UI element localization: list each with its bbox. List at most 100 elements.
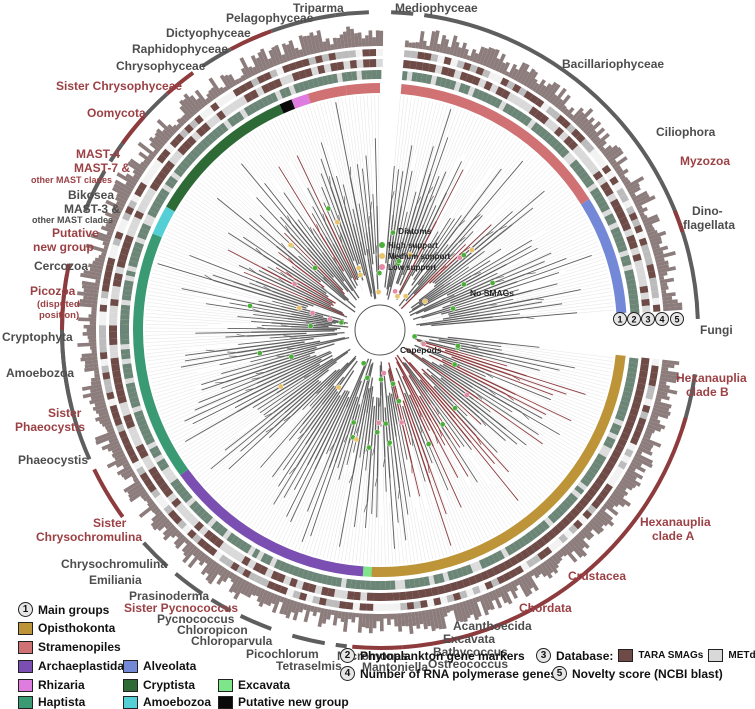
ring4-rnapol xyxy=(556,114,566,125)
support-node xyxy=(296,305,303,311)
ring5-novelty-bar xyxy=(648,420,666,430)
ring4-rnapol xyxy=(174,133,185,144)
ring5-novelty-bar xyxy=(594,132,610,147)
branch xyxy=(502,303,563,313)
tip-line xyxy=(228,149,268,197)
branch xyxy=(205,303,262,313)
ring2-marker xyxy=(456,567,464,578)
support-node xyxy=(392,288,398,295)
ring4-rnapol xyxy=(156,153,167,164)
ring2-marker xyxy=(605,436,616,445)
tip-line xyxy=(240,140,303,225)
ring4-rnapol xyxy=(639,411,649,420)
branch xyxy=(424,443,433,464)
ring3-database xyxy=(569,507,581,518)
ring4-rnapol xyxy=(484,580,494,590)
ring2-marker xyxy=(120,334,130,340)
ring-number-markers: 1 2 3 4 5 xyxy=(613,312,684,326)
branch xyxy=(272,290,314,307)
branch xyxy=(434,405,440,415)
ring5-novelty-bar xyxy=(522,68,536,87)
ring3-database xyxy=(638,370,648,378)
ring4-rnapol xyxy=(645,391,654,400)
ring5-novelty-bar xyxy=(129,158,147,172)
tip-line xyxy=(406,361,532,511)
ring5-novelty-bar xyxy=(462,48,469,60)
tip-line xyxy=(408,357,551,493)
ring4-rnapol xyxy=(456,60,465,69)
tip-line xyxy=(378,95,380,233)
ring5-novelty-bar xyxy=(609,159,617,166)
ring5-novelty-bar xyxy=(596,140,607,150)
ring3-database xyxy=(135,443,146,454)
branch xyxy=(427,462,447,515)
tip-line xyxy=(444,138,518,240)
ring5-novelty-bar xyxy=(94,370,100,375)
branch xyxy=(307,187,327,224)
tip-line xyxy=(489,483,517,522)
label-chrysophyceae: Chrysophyceae xyxy=(116,59,206,73)
tip-line xyxy=(190,434,239,470)
tip-line xyxy=(435,405,520,520)
ring4-rnapol xyxy=(481,69,491,79)
tip-line xyxy=(425,132,508,259)
ring5-novelty-bar xyxy=(184,538,190,545)
branch xyxy=(221,355,287,375)
tip-line xyxy=(406,119,486,278)
ring5-novelty-bar xyxy=(288,40,298,60)
tip-line xyxy=(366,489,372,565)
support-node xyxy=(353,436,360,443)
ring5-novelty-bar xyxy=(637,446,653,456)
tip-line xyxy=(522,385,600,416)
ring4-rnapol xyxy=(338,601,347,609)
ring4-rnapol xyxy=(380,603,387,611)
branch xyxy=(388,392,397,437)
tip-line xyxy=(222,362,351,506)
ring5-novelty-bar xyxy=(111,186,130,199)
ring2-marker xyxy=(256,98,266,110)
ring3-database xyxy=(362,59,370,68)
branch xyxy=(294,221,357,301)
branch xyxy=(409,394,434,447)
ring4-rnapol xyxy=(124,205,135,216)
ring2-marker xyxy=(628,293,639,300)
opisthokonta-swatch xyxy=(18,621,33,635)
branch xyxy=(180,355,240,368)
branch xyxy=(286,283,332,307)
branch xyxy=(252,392,277,409)
tip-line xyxy=(367,95,374,208)
tip-line xyxy=(153,355,288,394)
branch xyxy=(396,361,436,435)
tip-line xyxy=(271,494,295,539)
ring3-database xyxy=(489,83,499,94)
branch xyxy=(404,392,426,444)
annotation-rings xyxy=(76,26,683,634)
ring5-novelty-bar xyxy=(652,245,669,254)
branch xyxy=(280,216,308,249)
ring4-rnapol xyxy=(607,477,617,488)
ring4-rnapol xyxy=(199,110,210,121)
branch xyxy=(395,171,404,221)
branch xyxy=(440,289,533,315)
ring2-marker xyxy=(129,396,140,404)
support-node xyxy=(256,350,263,356)
tip-line xyxy=(352,96,368,225)
ring3-database xyxy=(603,187,614,197)
ring4-rnapol xyxy=(285,588,295,597)
ring5-novelty-bar xyxy=(594,513,609,527)
ring3-database xyxy=(144,460,156,471)
branch xyxy=(185,350,217,356)
ring5-novelty-bar xyxy=(179,105,193,120)
branch xyxy=(288,257,296,266)
ring5-novelty-bar xyxy=(442,38,450,54)
branch xyxy=(305,297,345,316)
branch xyxy=(255,280,348,318)
ring4-rnapol xyxy=(230,561,240,572)
ring5-novelty-bar xyxy=(114,196,127,205)
tip-line xyxy=(513,386,597,423)
ring5-novelty-bar xyxy=(559,547,568,557)
ring5-novelty-bar xyxy=(111,210,121,218)
ring3-database xyxy=(261,83,271,94)
tip-line xyxy=(405,440,434,560)
ring5-novelty-bar xyxy=(400,612,406,627)
